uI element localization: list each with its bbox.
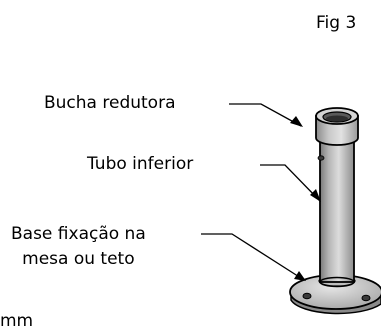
tube-inferior (317, 139, 355, 288)
tube-hole (317, 155, 325, 161)
callout-base-line-1: Base fixação na (11, 224, 146, 244)
leader-arrowheads (290, 116, 321, 281)
callout-tubo-inferior: Tubo inferior (87, 154, 194, 174)
leader-tubo (260, 164, 321, 202)
leader-base (201, 233, 305, 281)
base-hole-right (361, 294, 371, 302)
figure-label: Fig 3 (316, 13, 357, 33)
arrowhead-tubo (310, 189, 321, 202)
callout-base-fixacao: Base fixação na mesa ou teto (11, 222, 146, 272)
unit-fragment-text: mm (0, 311, 34, 331)
arrowhead-base (294, 271, 306, 281)
bucha-redutora-part (315, 107, 359, 146)
arrowhead-bucha (290, 116, 303, 127)
leader-bucha (229, 103, 302, 127)
leader-lines (201, 103, 321, 281)
base-hole-left (302, 292, 312, 300)
callout-bucha-redutora: Bucha redutora (44, 93, 176, 113)
callout-base-line-2: mesa ou teto (22, 249, 135, 269)
